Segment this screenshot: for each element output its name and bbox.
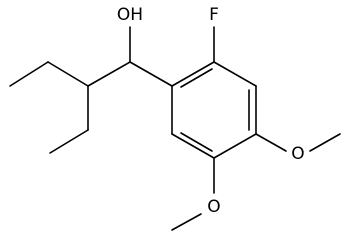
bond-ch-to-carbinol [87, 61, 131, 87]
methoxy-oxygen-para-label: O [291, 144, 304, 164]
ring-bond-c2-c3 [213, 61, 257, 87]
hydroxyl-label: OH [117, 5, 143, 25]
ring-bond-c5-c6 [171, 133, 215, 159]
ring-double-bond-c5-c6 [180, 132, 213, 152]
bond-ethyl-lower-terminal [49, 129, 89, 154]
methoxy-oxygen-meta-label: O [207, 197, 220, 217]
bond-methoxy-o-meta-to-methyl [171, 213, 202, 231]
bond-ethyl-upper-terminal [9, 61, 49, 87]
fluorine-label: F [209, 5, 219, 25]
bond-methoxy-o-para-to-methyl [309, 133, 341, 152]
bond-ethyl-upper-ch2 [47, 61, 89, 87]
ring-bond-c4-c5 [213, 133, 257, 159]
bond-carbinol-to-ring [129, 61, 173, 87]
ring-double-bond-c1-c2 [180, 68, 213, 88]
ring-bond-c1-c2 [171, 61, 215, 87]
bond-ring-to-methoxy-o-para [255, 133, 287, 152]
